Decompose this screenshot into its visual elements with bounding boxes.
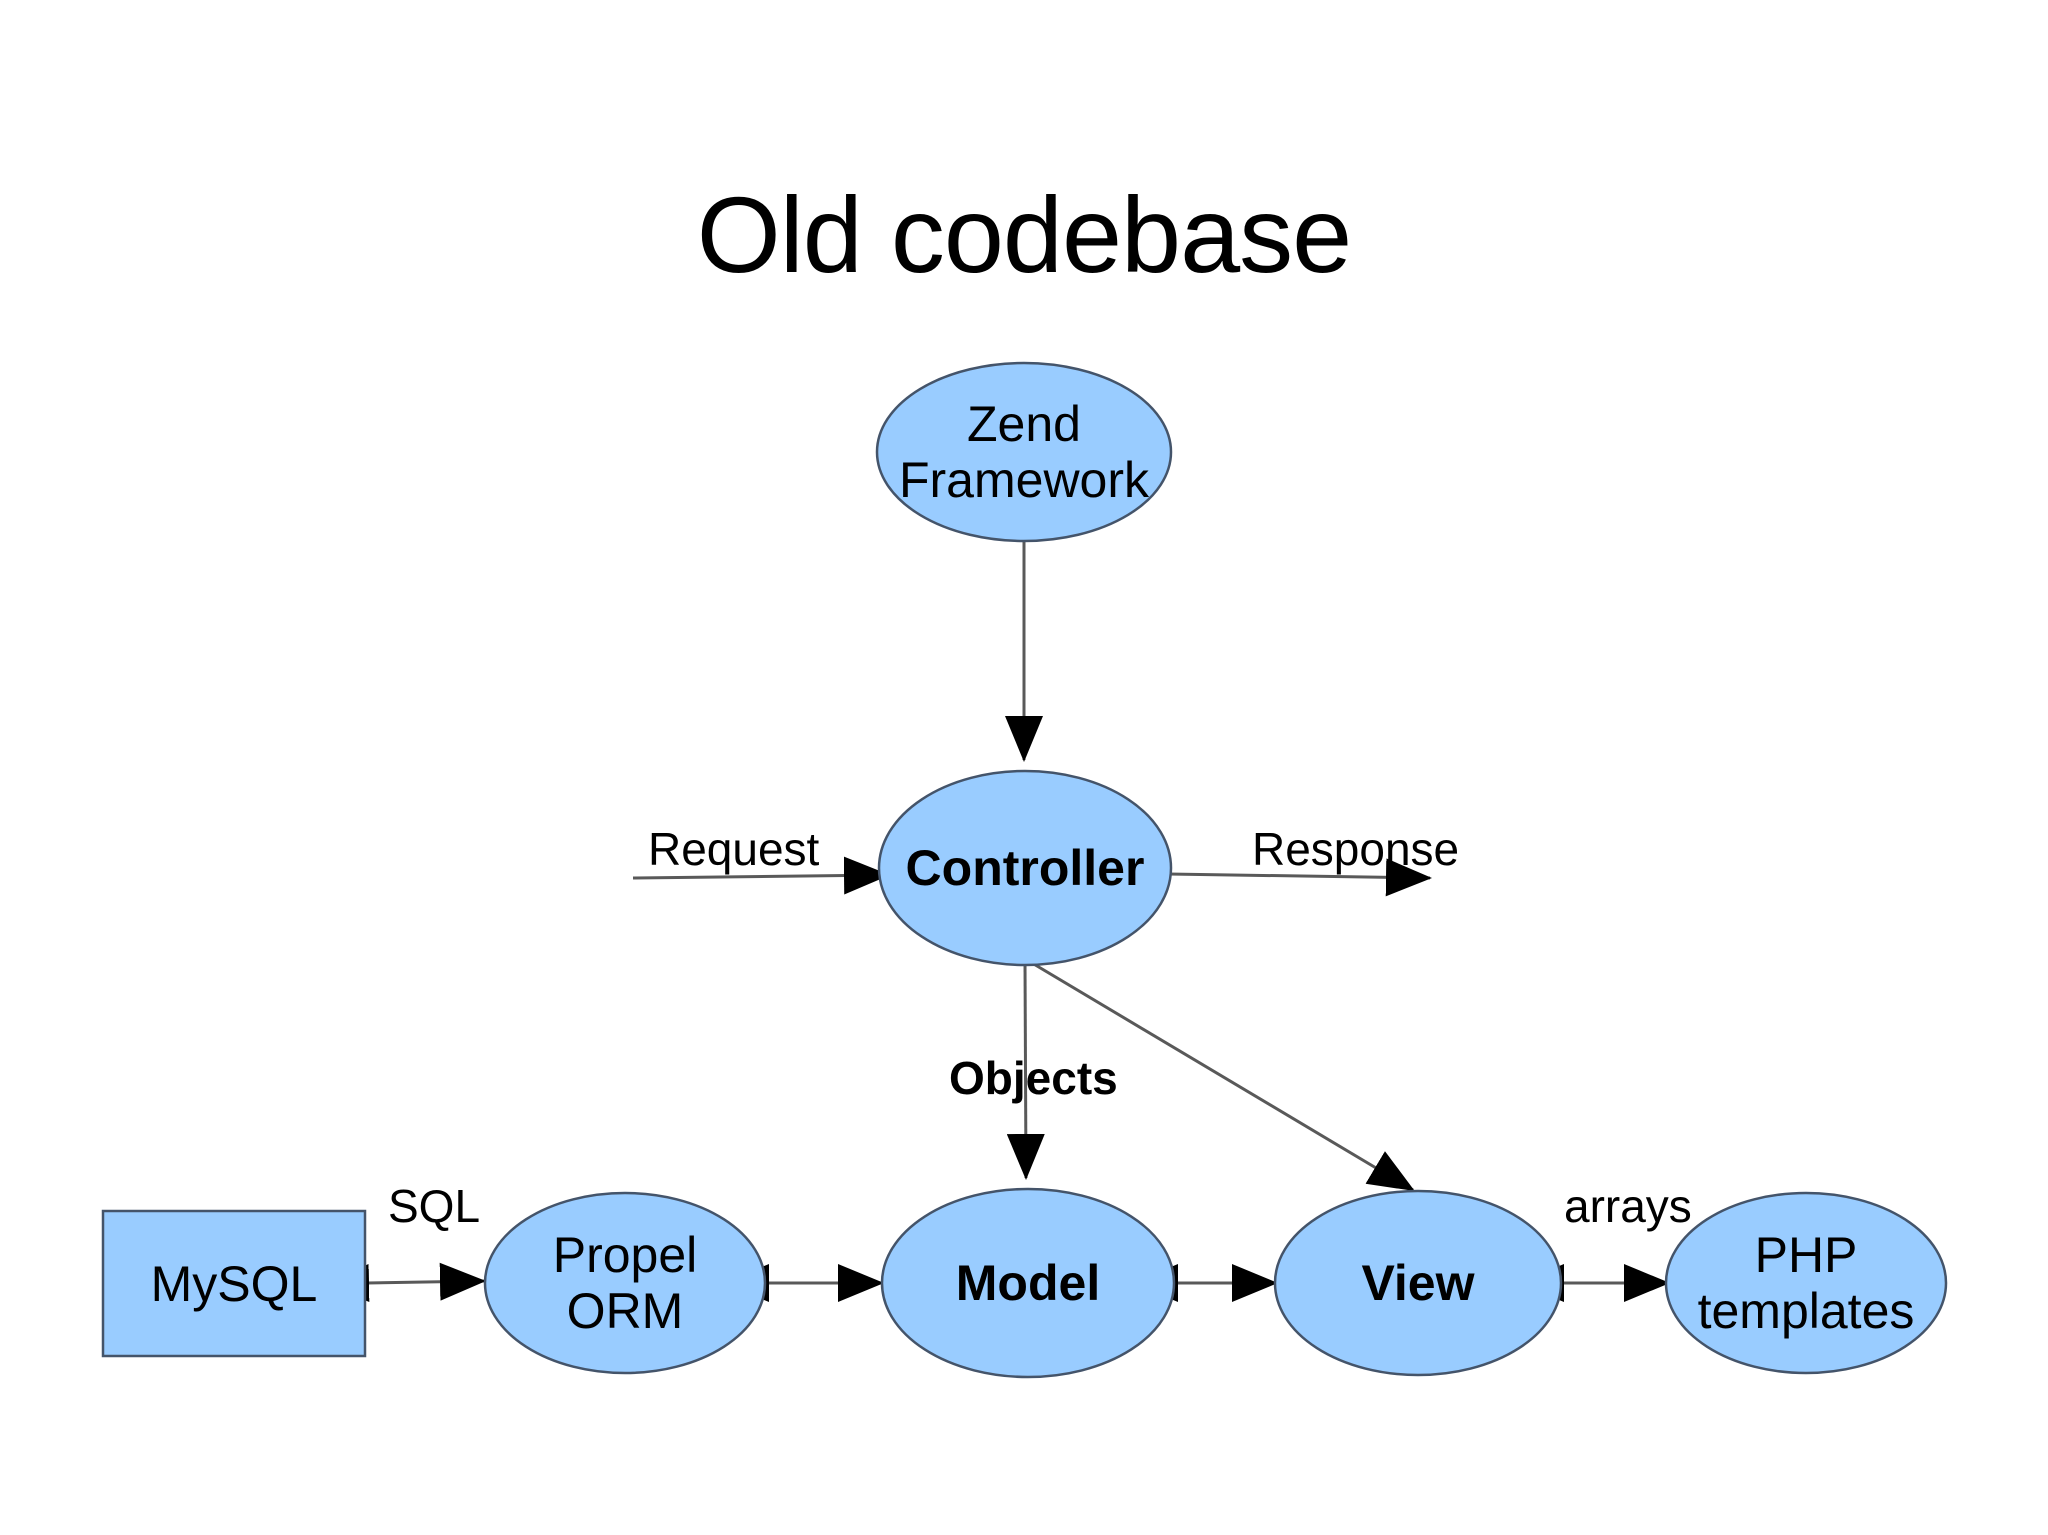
node-model[interactable]	[880, 1187, 1176, 1379]
node-php-templates[interactable]	[1664, 1191, 1948, 1375]
edge-label-arrays: arrays	[1564, 1180, 1692, 1232]
edge-label-response: Response	[1252, 823, 1460, 875]
edge-label-objects: Objects	[949, 1052, 1118, 1104]
node-controller[interactable]	[877, 769, 1173, 967]
edge-label-request: Request	[648, 823, 820, 875]
edge-label-sql: SQL	[388, 1180, 481, 1232]
edge-request-to-controller	[632, 856, 890, 895]
page-title: Old codebase	[696, 174, 1352, 296]
edge-controller-to-model	[1006, 961, 1045, 1180]
node-mysql[interactable]	[101, 1209, 367, 1358]
edge-controller-to-view	[1026, 958, 1415, 1192]
edge-layer	[323, 541, 1670, 1302]
node-view[interactable]	[1273, 1189, 1563, 1377]
node-layer	[101, 361, 1948, 1379]
node-zend-framework[interactable]	[875, 361, 1173, 543]
edge-mysql-to-propel	[323, 1262, 486, 1302]
node-propel-orm[interactable]	[483, 1191, 767, 1375]
edge-controller-to-response	[1167, 858, 1432, 897]
